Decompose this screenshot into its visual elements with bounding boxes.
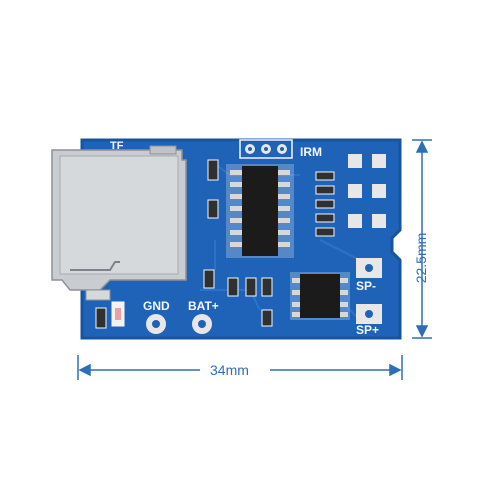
- label-irm: IRM: [300, 145, 322, 159]
- label-gnd: GND: [143, 299, 170, 313]
- main-chip: [226, 164, 294, 258]
- right-pads: [348, 154, 386, 228]
- label-sp-minus: SP-: [356, 279, 376, 293]
- amplifier-chip: [290, 272, 350, 320]
- power-pads: [146, 314, 212, 334]
- smd-components: [95, 159, 335, 329]
- height-dimension-label: 22.5mm: [413, 232, 429, 284]
- sd-card-slot: [51, 145, 187, 301]
- led-indicator: [111, 301, 125, 327]
- label-tf: TF: [110, 140, 124, 152]
- height-dimension: [412, 139, 432, 339]
- speaker-pads: [356, 258, 382, 324]
- label-bat: BAT+: [188, 299, 219, 313]
- width-dimension-label: 34mm: [210, 362, 249, 378]
- irm-header: [239, 139, 293, 159]
- label-sp-plus: SP+: [356, 323, 379, 337]
- width-dimension: [77, 355, 403, 380]
